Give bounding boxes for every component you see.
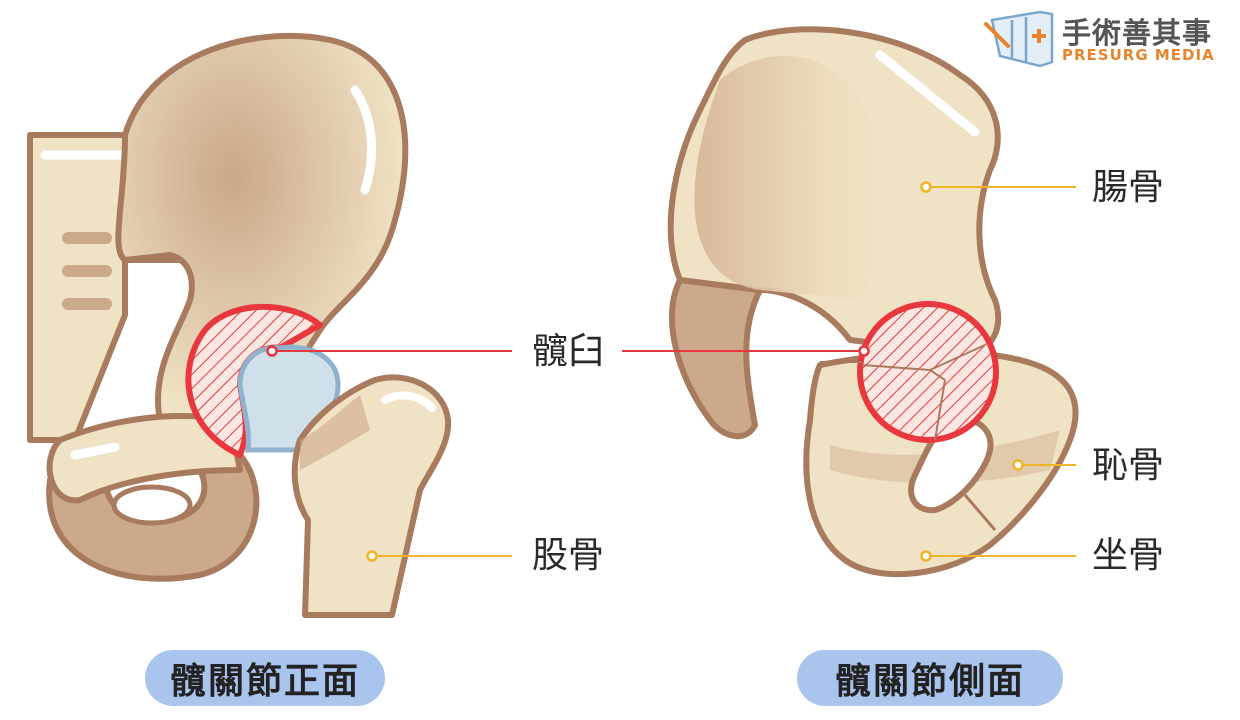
pubic-ramus-front [46, 413, 243, 504]
leader-lines [266, 181, 1076, 562]
caption-front-text: 髖關節正面 [169, 661, 360, 702]
obturator-hole [111, 484, 193, 526]
ischial-hook [669, 277, 763, 440]
obturator-hole-side [908, 416, 994, 514]
caption-front-view: 髖關節正面 [145, 650, 385, 706]
label-acetabulum: 髖臼 [532, 331, 605, 372]
caption-side-text: 髖關節側面 [834, 661, 1025, 702]
acetabulum-highlight-side [857, 301, 999, 443]
presurg-logo-icon [984, 10, 1054, 68]
caption-side-view: 髖關節側面 [797, 650, 1063, 706]
label-pubis: 恥骨 [1092, 445, 1165, 486]
label-femur: 股骨 [532, 535, 605, 576]
front-view-illustration [27, 32, 452, 618]
sacrum-groove [62, 298, 112, 310]
label-ilium: 腸骨 [1092, 167, 1165, 208]
iliac-wing-front [115, 32, 409, 443]
sacrum-groove [62, 232, 112, 244]
label-ischium: 坐骨 [1092, 535, 1165, 576]
logo-name-cn: 手術善其事 [1062, 16, 1213, 50]
side-view-illustration [667, 26, 1079, 578]
sacrum-groove [62, 265, 112, 277]
logo-name-en: PRESURG MEDIA [1062, 46, 1215, 64]
